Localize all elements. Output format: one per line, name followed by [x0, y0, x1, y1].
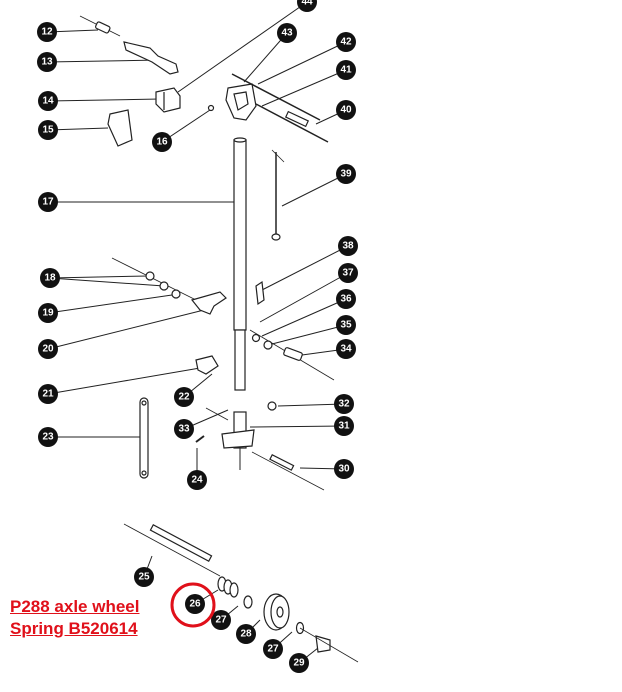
callout-32: 32	[338, 399, 350, 410]
part-16-screw	[207, 104, 215, 112]
part-25-axle	[123, 523, 221, 577]
callout-29: 29	[293, 658, 305, 669]
part-17-tube	[233, 137, 247, 391]
callout-43: 43	[281, 28, 293, 39]
callout-24: 24	[191, 475, 203, 486]
part-38-clip	[255, 280, 265, 306]
callout-21: 21	[42, 389, 54, 400]
callout-12: 12	[41, 27, 53, 38]
part-18-washers	[111, 257, 201, 303]
leader-lines	[46, 1, 349, 664]
part-14-bracket	[155, 87, 181, 113]
part-34-36-hardware	[249, 329, 335, 381]
callout-13: 13	[41, 57, 53, 68]
callout-28: 28	[240, 629, 252, 640]
callout-20: 20	[42, 344, 54, 355]
callout-39: 39	[340, 169, 352, 180]
callout-19: 19	[42, 308, 54, 319]
callout-17: 17	[42, 197, 54, 208]
callout-22: 22	[178, 392, 190, 403]
callout-31: 31	[338, 421, 350, 432]
annotation-note: P288 axle wheel Spring B520614	[10, 596, 139, 640]
annotation-line-1: P288 axle wheel	[10, 597, 140, 616]
callout-27a: 27	[215, 615, 227, 626]
callout-15: 15	[42, 125, 54, 136]
callout-41: 41	[340, 65, 352, 76]
callout-35: 35	[340, 320, 352, 331]
callout-23: 23	[42, 432, 54, 443]
parts	[79, 15, 359, 663]
part-32-nut	[267, 401, 277, 411]
part-13-lever	[123, 41, 179, 75]
part-29-cap	[315, 635, 331, 653]
part-20-arm	[190, 291, 227, 315]
highlight-ring-26	[170, 582, 216, 628]
part-24-screw	[195, 435, 205, 443]
callouts: 44 43 42 41 40 39 38 37 36 35 34 32 31 3…	[37, 0, 358, 673]
callout-27b: 27	[267, 644, 279, 655]
part-23-link	[139, 397, 149, 479]
callout-38: 38	[342, 241, 354, 252]
callout-44: 44	[301, 0, 313, 8]
part-27-washer-a	[243, 595, 253, 609]
callout-42: 42	[340, 37, 352, 48]
callout-25: 25	[138, 572, 150, 583]
callout-37: 37	[342, 268, 354, 279]
part-42-43-housing	[225, 73, 321, 121]
part-26-spring	[217, 576, 239, 598]
callout-36: 36	[340, 294, 352, 305]
callout-14: 14	[42, 96, 54, 107]
part-28-wheel	[263, 593, 290, 631]
part-15-plate	[107, 109, 133, 147]
callout-33: 33	[178, 424, 190, 435]
callout-30: 30	[338, 464, 350, 475]
part-40-41-shaft	[255, 103, 329, 143]
part-31-bracket	[205, 407, 255, 470]
part-22-fitting	[195, 355, 219, 375]
callout-40: 40	[340, 105, 352, 116]
callout-18: 18	[44, 273, 56, 284]
part-12-pin	[79, 15, 121, 37]
part-30-axle	[251, 451, 325, 491]
callout-16: 16	[156, 137, 168, 148]
callout-34: 34	[340, 344, 352, 355]
callout-26: 26	[189, 599, 201, 610]
annotation-line-2: Spring B520614	[10, 619, 138, 638]
part-39-rod	[271, 149, 285, 241]
